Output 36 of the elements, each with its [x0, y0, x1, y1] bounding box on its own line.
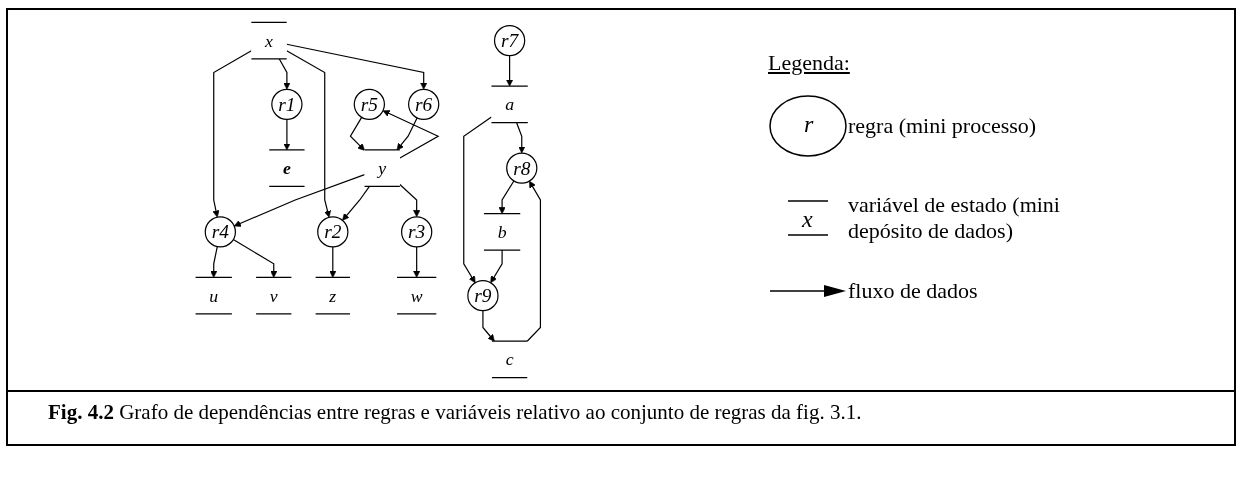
- arrow: [399, 183, 421, 218]
- node-circle: r5: [353, 88, 385, 121]
- arrow: [283, 118, 291, 151]
- caption: Fig. 4.2 Grafo de dependências entre regras e variáveis relativo ao conjunto de regras da fig. 3.1.: [48, 400, 862, 425]
- arrow: [526, 180, 542, 342]
- legend-text: variável de estado (mini depósito de dados): [848, 192, 1061, 244]
- node-circle: r8: [506, 152, 538, 184]
- node-circle: r9: [467, 279, 499, 312]
- arrow: [490, 249, 503, 284]
- arrow: [329, 246, 337, 278]
- arrow: [232, 239, 278, 278]
- symbol-letter: x: [802, 207, 813, 231]
- arrow: [382, 110, 440, 159]
- arrow: [349, 116, 365, 151]
- node-circle: r1: [271, 88, 303, 121]
- legend-text: fluxo de dados: [848, 278, 978, 304]
- arrow: [342, 185, 371, 221]
- arrow: [396, 117, 418, 151]
- arrow: [482, 310, 495, 342]
- legend-text: regra (mini processo): [848, 113, 1037, 139]
- arrow: [506, 55, 514, 87]
- symbol-letter: r: [804, 112, 814, 136]
- arrow: [278, 58, 291, 90]
- arrow: [286, 50, 331, 218]
- node-circle: r7: [493, 24, 526, 57]
- node-circle: r2: [317, 216, 349, 248]
- arrow: [210, 246, 218, 278]
- node-circle: r4: [204, 216, 236, 248]
- node-circle: r3: [401, 216, 433, 248]
- arrow: [498, 180, 515, 215]
- legend-title: Legenda:: [768, 50, 850, 76]
- arrow: [212, 50, 252, 218]
- arrow: [286, 43, 428, 90]
- node-circle: r6: [408, 88, 440, 121]
- arrow: [515, 121, 526, 154]
- arrow: [413, 246, 421, 278]
